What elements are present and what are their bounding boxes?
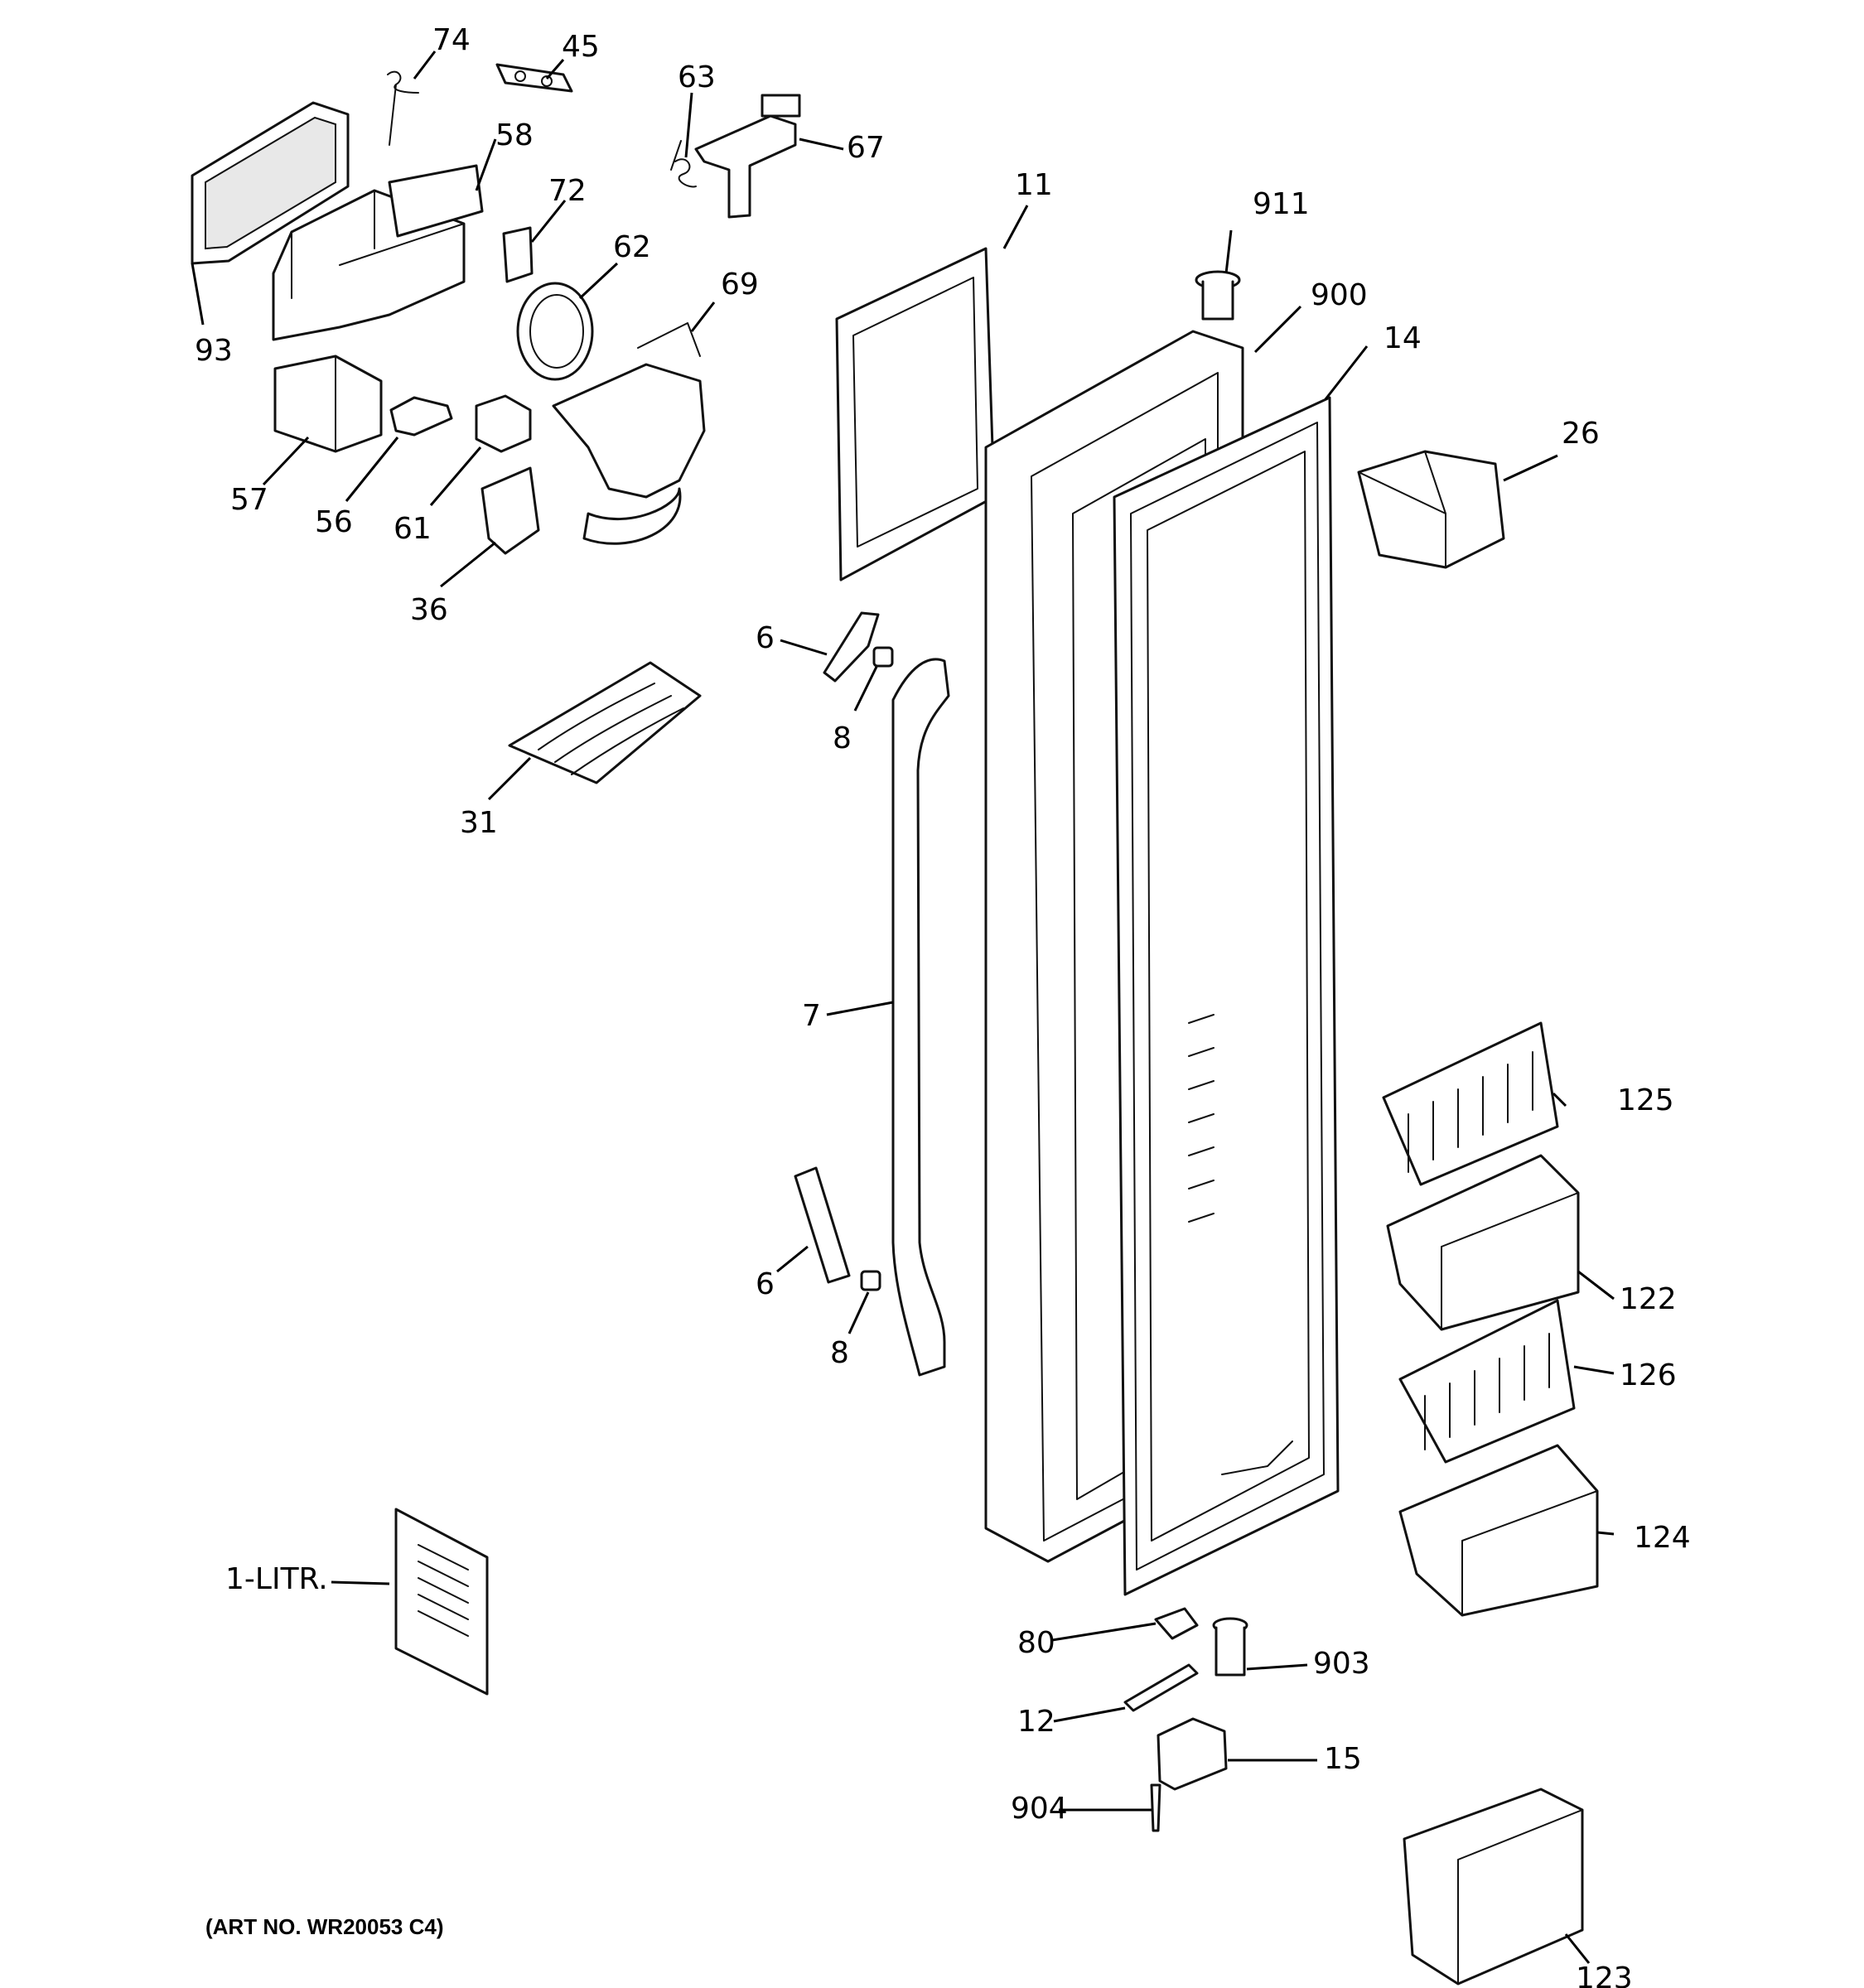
bushing-911	[1195, 270, 1241, 321]
callout-904: 904	[1011, 1792, 1068, 1826]
ring-62	[516, 282, 594, 381]
callout-8-lower: 8	[830, 1336, 849, 1370]
water-tube	[1221, 1440, 1293, 1475]
handle-cap-6-lower	[794, 1166, 851, 1284]
callout-74: 74	[432, 23, 471, 57]
bracket-45	[495, 63, 573, 93]
spring-63	[670, 140, 697, 188]
callout-45: 45	[562, 30, 600, 64]
callout-911: 911	[1253, 187, 1310, 221]
door-bin-122	[1386, 1154, 1580, 1331]
callout-903: 903	[1313, 1647, 1370, 1681]
callout-12: 12	[1017, 1705, 1055, 1739]
callout-122: 122	[1620, 1282, 1677, 1316]
callout-labels: 74 45 63 67 58 72 62 69 93 57 56 61 36 1…	[195, 23, 1691, 1988]
drip-tray-31	[508, 661, 702, 784]
callout-58: 58	[495, 118, 534, 152]
handle-cap-6-upper	[823, 611, 880, 683]
wire-bin-125	[1382, 1021, 1559, 1186]
callout-6-upper: 6	[756, 621, 775, 655]
callout-123: 123	[1576, 1961, 1633, 1988]
screw-8-lower	[860, 1270, 881, 1291]
callout-62: 62	[613, 230, 651, 264]
motor-57	[273, 355, 383, 453]
callout-124: 124	[1634, 1521, 1691, 1555]
callout-93: 93	[195, 334, 233, 368]
door-gasket-14	[1113, 396, 1340, 1596]
callout-26: 26	[1562, 417, 1600, 451]
callout-126: 126	[1620, 1358, 1677, 1392]
literature-booklet	[394, 1508, 489, 1696]
hinge-bracket-15	[1157, 1717, 1228, 1791]
bushing-903	[1212, 1617, 1248, 1677]
callout-7: 7	[802, 999, 821, 1033]
leader-lines	[191, 51, 1615, 1964]
callout-14: 14	[1384, 321, 1422, 355]
callout-8-upper: 8	[833, 721, 852, 755]
switch-72	[502, 226, 534, 283]
screw-8-upper	[872, 646, 894, 668]
bushing-80	[1154, 1607, 1199, 1640]
callout-11: 11	[1015, 168, 1053, 202]
handle-7	[891, 658, 950, 1377]
callout-125: 125	[1617, 1083, 1674, 1117]
wire-bin-126	[1398, 1299, 1576, 1464]
door-shelf-supports	[1188, 1014, 1214, 1223]
callout-900: 900	[1311, 278, 1368, 312]
callout-56: 56	[315, 505, 353, 539]
coupling-61	[475, 394, 532, 453]
dispenser-housing-58	[272, 164, 484, 341]
ice-bucket-26	[1357, 450, 1505, 569]
callout-6-lower: 6	[756, 1267, 775, 1301]
door-bin-124	[1398, 1444, 1599, 1617]
ice-chute-69	[552, 322, 706, 545]
callout-80: 80	[1017, 1626, 1055, 1660]
callout-72: 72	[548, 174, 587, 208]
screw-904	[1150, 1783, 1161, 1832]
bracket-36	[480, 466, 540, 555]
spring-74	[387, 70, 419, 146]
callout-63: 63	[678, 60, 716, 94]
actuator-67	[694, 94, 801, 219]
callout-57: 57	[230, 483, 268, 517]
door-bin-123	[1403, 1788, 1584, 1986]
auger-56	[389, 396, 453, 437]
callout-1-litr: 1-LITR.	[225, 1562, 328, 1596]
art-number-caption: (ART NO. WR20053 C4)	[205, 1914, 444, 1939]
callout-69: 69	[721, 268, 759, 302]
hinge-plate-12	[1123, 1663, 1199, 1712]
callout-36: 36	[410, 593, 448, 627]
callout-31: 31	[460, 806, 498, 840]
callout-67: 67	[847, 131, 885, 165]
callout-15: 15	[1324, 1742, 1362, 1776]
callout-61: 61	[394, 512, 432, 546]
dispenser-frame-11	[835, 247, 996, 581]
